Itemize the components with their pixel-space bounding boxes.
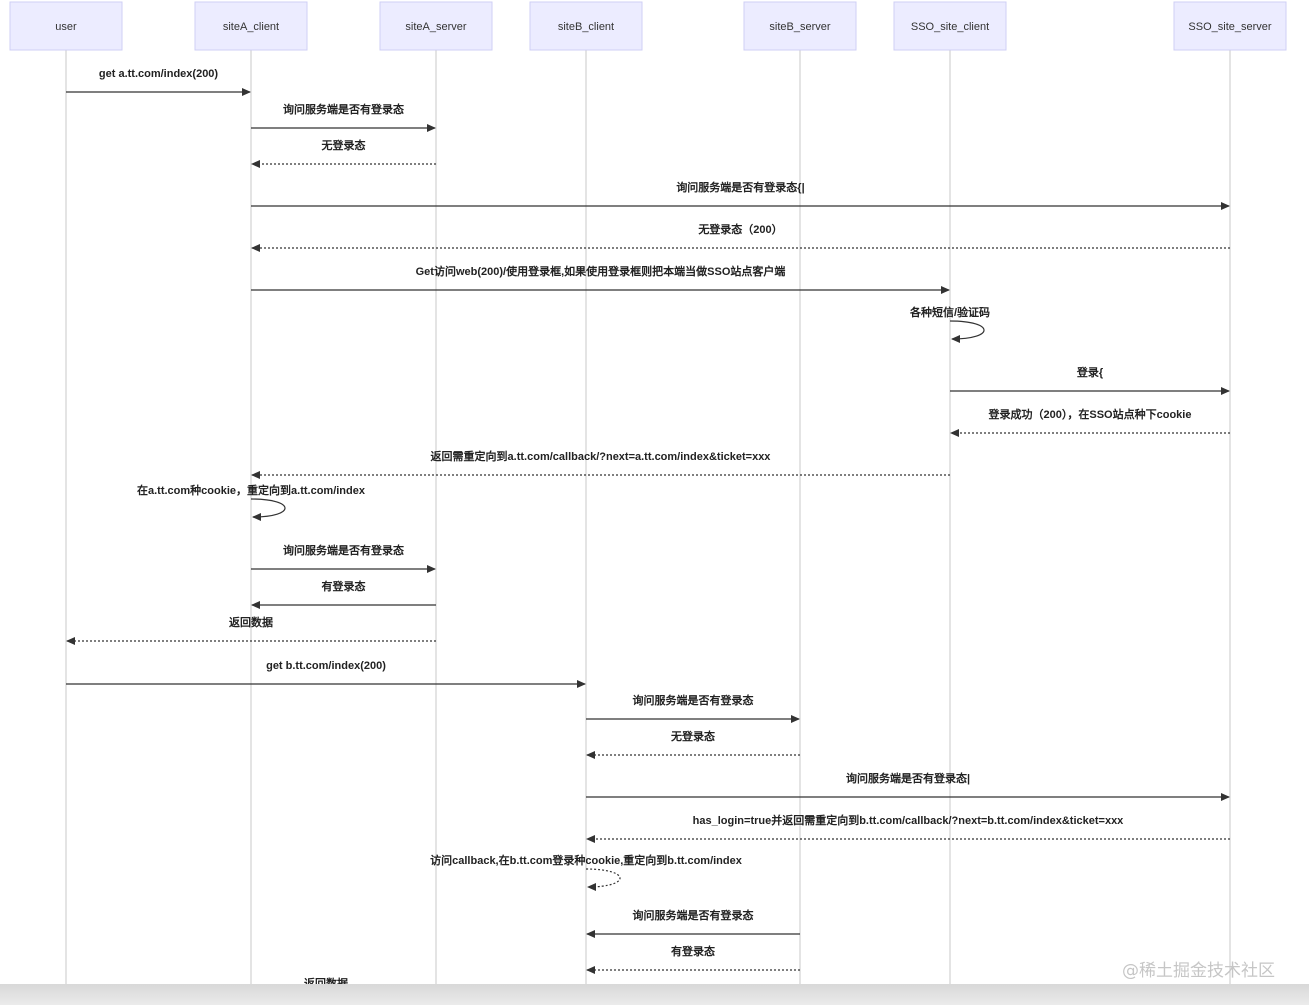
- message: 无登录态: [586, 729, 800, 759]
- message: 询问服务端是否有登录态{|: [251, 180, 1230, 210]
- actor-box-siteA_client: [194, 1, 308, 51]
- message-label: 各种短信/验证码: [909, 305, 990, 319]
- message-label: 在a.tt.com种cookie，重定向到a.tt.com/index: [137, 483, 366, 497]
- actor-label: SSO_site_server: [1188, 21, 1271, 33]
- message: get b.tt.com/index(200): [66, 660, 586, 688]
- message: 返回数据: [66, 615, 436, 645]
- message-label: get a.tt.com/index(200): [99, 68, 219, 80]
- message-label: 访问callback,在b.tt.com登录种cookie,重定向到b.tt.c…: [430, 853, 743, 867]
- actor-box-siteB_server: [743, 1, 857, 51]
- message-label: 有登录态: [322, 579, 366, 593]
- message-label: 询问服务端是否有登录态{|: [676, 180, 804, 194]
- message: Get访问web(200)/使用登录框,如果使用登录框则把本端当做SSO站点客户…: [251, 264, 950, 294]
- message-label: 无登录态: [670, 729, 715, 743]
- message-label: 无登录态（200）: [697, 222, 782, 236]
- message-label: 询问服务端是否有登录态: [633, 693, 754, 707]
- message: has_login=true并返回需重定向到b.tt.com/callback/…: [586, 813, 1230, 843]
- message-label: 登录{: [1076, 365, 1104, 379]
- message-label: 有登录态: [671, 944, 715, 958]
- message-label: 询问服务端是否有登录态: [283, 543, 404, 557]
- watermark: @稀土掘金技术社区: [1122, 961, 1275, 981]
- message-label: has_login=true并返回需重定向到b.tt.com/callback/…: [693, 813, 1125, 827]
- message: 无登录态: [251, 138, 436, 168]
- message-label: 返回数据: [229, 615, 273, 629]
- message: 返回需重定向到a.tt.com/callback/?next=a.tt.com/…: [251, 449, 950, 479]
- message: 有登录态: [251, 579, 436, 609]
- message: 登录{: [950, 365, 1230, 395]
- self-message-arrow: [585, 868, 621, 891]
- message: 各种短信/验证码: [909, 305, 990, 343]
- bottom-scroll-bar: [0, 984, 1309, 1005]
- message: 询问服务端是否有登录态: [251, 102, 436, 132]
- message-label: 询问服务端是否有登录态: [283, 102, 404, 116]
- actor-box-siteB_client: [529, 1, 643, 51]
- actor-box-siteA_server: [379, 1, 493, 51]
- message: 询问服务端是否有登录态: [251, 543, 436, 573]
- actor-box-SSO_site_server: [1173, 1, 1287, 51]
- message-label: Get访问web(200)/使用登录框,如果使用登录框则把本端当做SSO站点客户…: [416, 264, 786, 278]
- message-label: 无登录态: [321, 138, 366, 152]
- message: 询问服务端是否有登录态: [586, 908, 800, 938]
- actor-label: user: [55, 21, 77, 33]
- actor-label: siteA_server: [405, 21, 466, 33]
- message-label: 询问服务端是否有登录态: [633, 908, 754, 922]
- actor-label: SSO_site_client: [911, 21, 989, 33]
- message: 询问服务端是否有登录态: [586, 693, 800, 723]
- message: 在a.tt.com种cookie，重定向到a.tt.com/index: [137, 483, 366, 521]
- message: 询问服务端是否有登录态|: [586, 771, 1230, 801]
- actor-label: siteB_client: [558, 21, 614, 33]
- message: 有登录态: [586, 944, 800, 974]
- self-message-arrow: [949, 320, 985, 343]
- self-message-arrow: [250, 498, 286, 521]
- message-label: 登录成功（200），在SSO站点种下cookie: [988, 407, 1192, 421]
- actor-box-SSO_site_client: [893, 1, 1007, 51]
- message-label: 询问服务端是否有登录态|: [846, 771, 970, 785]
- message: 登录成功（200），在SSO站点种下cookie: [950, 407, 1230, 437]
- message: 无登录态（200）: [251, 222, 1230, 252]
- actor-label: siteA_client: [223, 21, 279, 33]
- actor-label: siteB_server: [769, 21, 830, 33]
- message: get a.tt.com/index(200): [66, 68, 251, 96]
- message-label: 返回需重定向到a.tt.com/callback/?next=a.tt.com/…: [431, 449, 772, 463]
- message: 访问callback,在b.tt.com登录种cookie,重定向到b.tt.c…: [430, 853, 743, 891]
- message-label: get b.tt.com/index(200): [266, 660, 386, 672]
- actor-box-user: [9, 1, 123, 51]
